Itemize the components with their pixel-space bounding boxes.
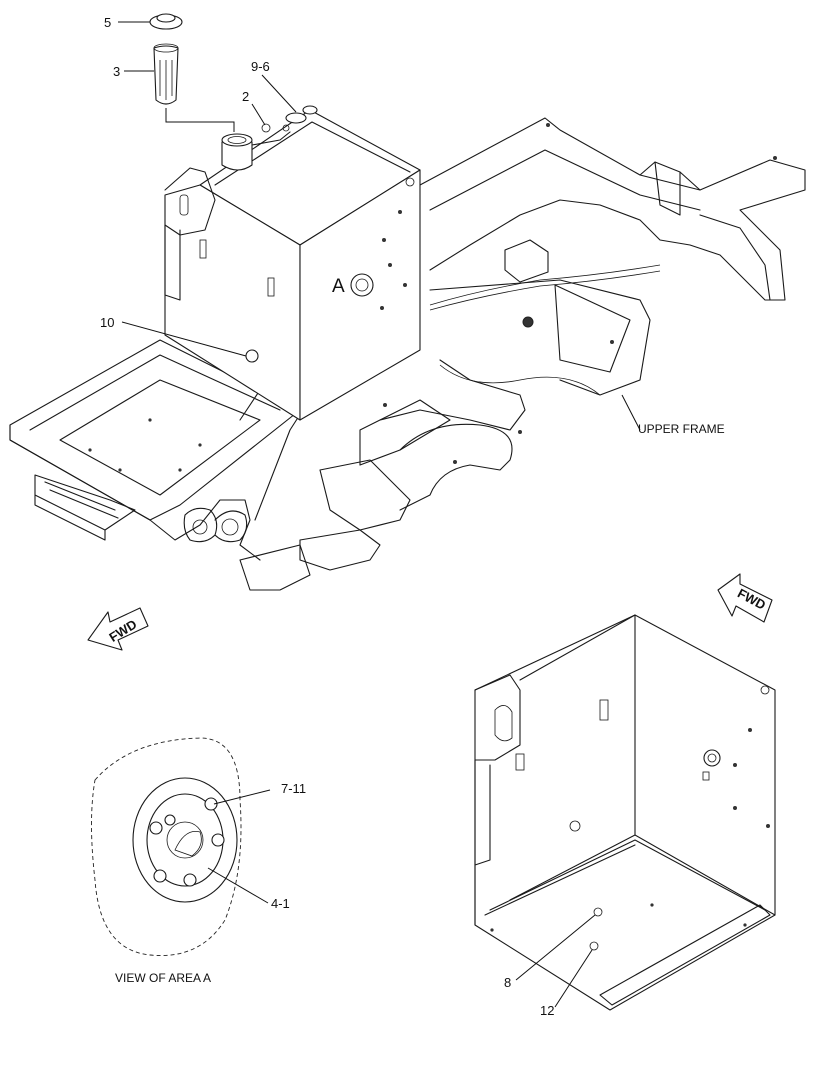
area-a-detail-drawing: [91, 737, 242, 956]
fuel-tank-drawing: [164, 105, 421, 421]
callout-10: 10: [100, 315, 114, 330]
fwd-arrow-right: FWD: [717, 573, 773, 623]
callout-a: A: [332, 276, 345, 297]
fwd-arrow-left: FWD: [87, 607, 149, 651]
callout-9-6: 9-6: [251, 59, 270, 74]
platform-drawing: [9, 319, 341, 561]
view-of-area-a-label: VIEW OF AREA A: [115, 971, 211, 985]
upper-frame-drawing: [239, 117, 806, 591]
callout-7-11: 7-11: [281, 781, 306, 796]
callout-4-1: 4-1: [271, 896, 290, 911]
callout-12: 12: [540, 1003, 554, 1018]
callout-3: 3: [113, 64, 120, 79]
leader-lines: [118, 21, 641, 1008]
callout-5: 5: [104, 15, 111, 30]
tank-side-view-drawing: [474, 614, 776, 1011]
filter-parts-drawing: [149, 13, 235, 132]
callout-8: 8: [504, 975, 511, 990]
callout-2: 2: [242, 89, 249, 104]
upper-frame-label: UPPER FRAME: [638, 422, 725, 436]
